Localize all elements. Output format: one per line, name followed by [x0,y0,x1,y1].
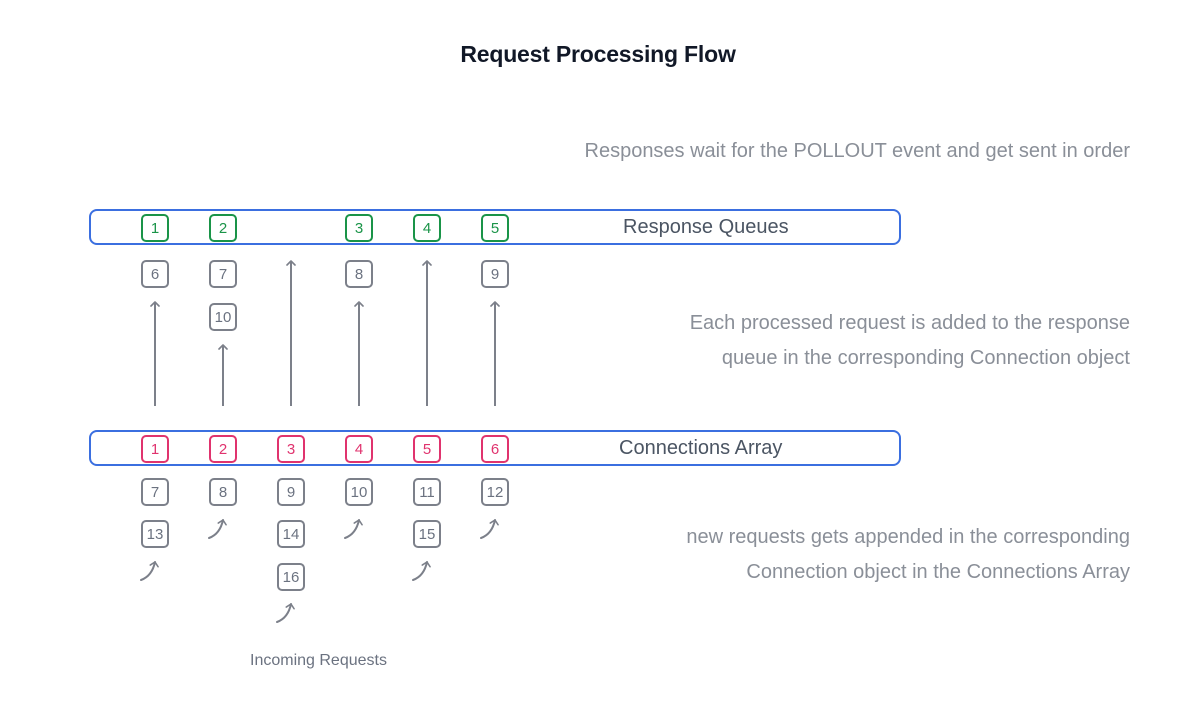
response-box: 4 [413,214,441,242]
pending-request-box: 7 [141,478,169,506]
incoming-requests-label: Incoming Requests [250,652,387,669]
response-box: 5 [481,214,509,242]
connection-box: 5 [413,435,441,463]
processed-request-box: 7 [209,260,237,288]
processed-request-box: 9 [481,260,509,288]
append-arrow-col-2 [208,519,227,539]
pending-request-box: 15 [413,520,441,548]
connection-box: 3 [277,435,305,463]
page-title: Request Processing Flow [460,41,736,67]
pending-request-box: 16 [277,563,305,591]
pending-request-box: 14 [277,520,305,548]
note-processed-line-1: Each processed request is added to the r… [689,312,1130,334]
response-box: 1 [141,214,169,242]
append-arrow-col-4 [344,519,363,539]
note-processed-line-2: queue in the corresponding Connection ob… [721,347,1130,369]
append-arrow-col-5 [412,561,431,581]
processed-request-box: 6 [141,260,169,288]
pending-request-box: 13 [141,520,169,548]
note-responses: Responses wait for the POLLOUT event and… [585,134,1131,169]
response-box: 2 [209,214,237,242]
connection-box: 4 [345,435,373,463]
append-arrow-col-6 [480,519,499,539]
response-queues-label: Response Queues [623,216,789,238]
note-new-requests-line-2: Connection object in the Connections Arr… [746,561,1130,583]
connections-array-bar [89,430,901,466]
pending-request-box: 9 [277,478,305,506]
pending-request-box: 10 [345,478,373,506]
pending-request-box: 8 [209,478,237,506]
note-processed: Each processed request is added to the r… [690,306,1130,376]
append-arrow-col-1 [140,561,159,581]
response-queues-bar [89,209,901,245]
note-new-requests-line-1: new requests gets appended in the corres… [686,526,1130,548]
note-new-requests: new requests gets appended in the corres… [686,520,1130,590]
processed-request-box: 10 [209,303,237,331]
connection-box: 2 [209,435,237,463]
note-responses-text: Responses wait for the POLLOUT event and… [584,140,1131,162]
pending-request-box: 11 [413,478,441,506]
connections-array-label: Connections Array [619,437,783,459]
response-box: 3 [345,214,373,242]
append-arrow-col-3 [276,603,295,623]
connection-box: 6 [481,435,509,463]
pending-request-box: 12 [481,478,509,506]
connection-box: 1 [141,435,169,463]
processed-request-box: 8 [345,260,373,288]
